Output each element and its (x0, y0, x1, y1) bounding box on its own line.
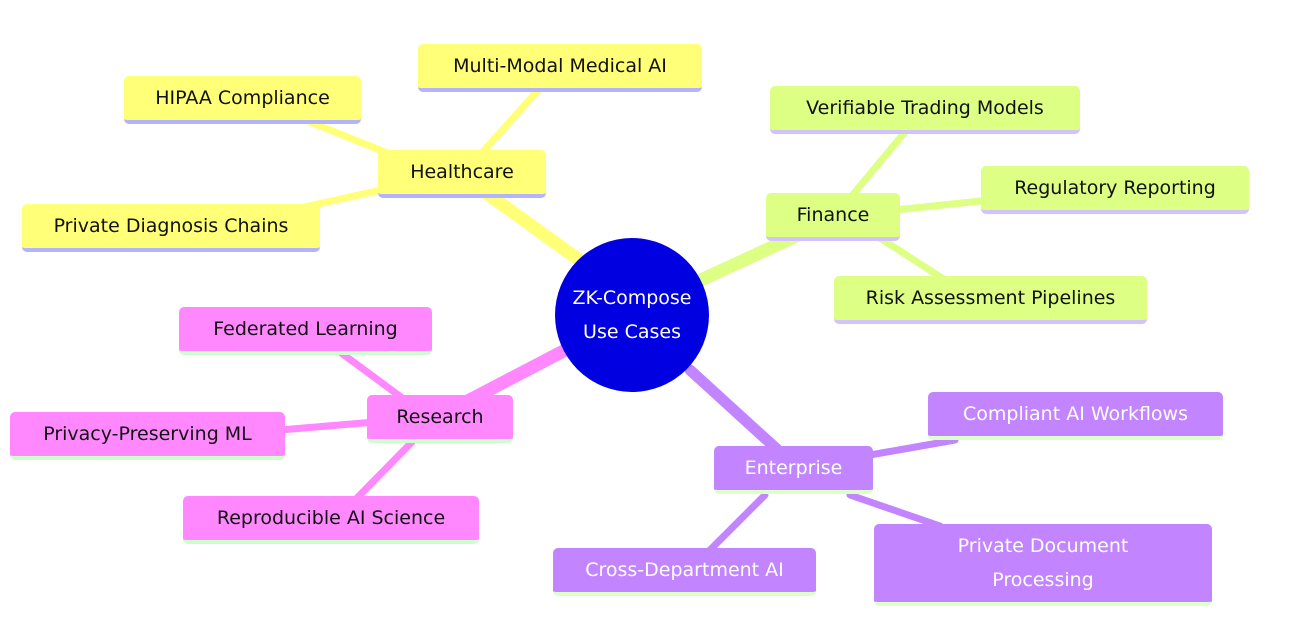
leaf-multimodal-medical-ai: Multi-Modal Medical AI (418, 44, 702, 92)
leaf-verifiable-trading-models: Verifiable Trading Models (770, 86, 1080, 134)
edge-root-enterprise (684, 364, 786, 458)
leaf-label: Regulatory Reporting (1014, 177, 1216, 199)
leaf-private-diagnosis-chains: Private Diagnosis Chains (22, 204, 320, 252)
leaf-label: Risk Assessment Pipelines (865, 287, 1116, 309)
edge-enterprise-document (846, 491, 944, 530)
root-label: ZK-Compose Use Cases (572, 287, 692, 343)
leaf-label: Multi-Modal Medical AI (453, 55, 667, 77)
branch-label: Research (396, 406, 484, 428)
leaf-risk-assessment-pipelines: Risk Assessment Pipelines (834, 276, 1147, 324)
leaf-reproducible-ai-science: Reproducible AI Science (183, 496, 479, 544)
leaf-private-document-processing: Private Document Processing (874, 524, 1212, 606)
leaf-compliant-ai-workflows: Compliant AI Workflows (928, 392, 1223, 440)
edge-enterprise-compliant (866, 436, 959, 459)
leaf-label: Privacy-Preserving ML (43, 423, 252, 445)
leaf-label: Verifiable Trading Models (806, 97, 1044, 119)
leaf-label: Reproducible AI Science (216, 507, 446, 529)
branch-label: Finance (796, 204, 870, 226)
leaf-hipaa-compliance: HIPAA Compliance (124, 76, 361, 124)
leaf-federated-learning: Federated Learning (179, 307, 432, 355)
edge-enterprise-crossdept (704, 491, 769, 556)
edge-finance-regulatory (891, 196, 994, 214)
branch-label: Enterprise (744, 457, 843, 479)
branch-finance: Finance (766, 193, 900, 241)
leaf-privacy-preserving-ml: Privacy-Preserving ML (10, 412, 285, 460)
branch-label: Healthcare (410, 161, 514, 183)
edge-finance-trading (846, 128, 909, 202)
edge-research-privacy (276, 418, 379, 434)
leaf-cross-department-ai: Cross-Department AI (553, 548, 816, 596)
root-node: ZK-Compose Use Cases (555, 238, 709, 392)
leaf-label: Cross-Department AI (585, 559, 784, 581)
edge-research-federated (336, 348, 409, 404)
leaf-label: Private Diagnosis Chains (53, 215, 289, 237)
edge-healthcare-multimodal (476, 84, 544, 159)
branch-healthcare: Healthcare (378, 150, 546, 198)
leaf-regulatory-reporting: Regulatory Reporting (981, 166, 1249, 214)
leaf-label: Private Document Processing (957, 535, 1129, 591)
branch-research: Research (367, 395, 513, 443)
edge-research-reproducible (351, 438, 416, 504)
leaf-label: Compliant AI Workflows (963, 403, 1188, 425)
edge-finance-risk (876, 234, 949, 284)
leaf-label: HIPAA Compliance (155, 87, 330, 109)
branch-enterprise: Enterprise (714, 446, 873, 494)
leaf-label: Federated Learning (213, 318, 398, 340)
